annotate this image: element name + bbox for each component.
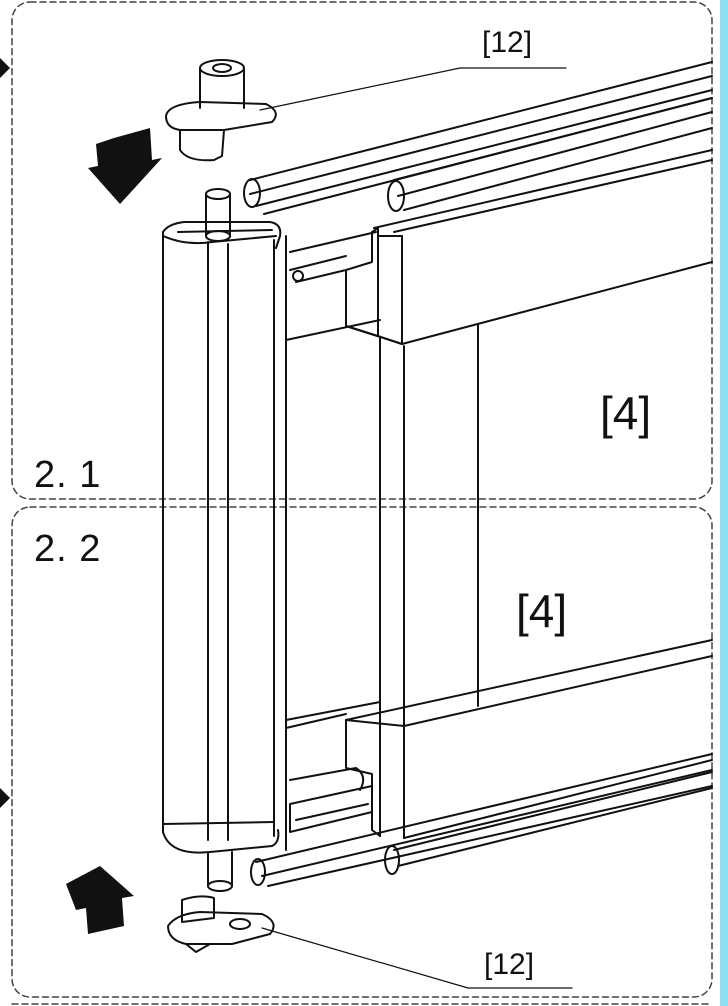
profile-pin-bottom (207, 851, 233, 892)
part-label-panel-top: [4] (600, 387, 652, 439)
accent-bar (720, 0, 728, 1006)
step-number-top: 2. 1 (34, 454, 102, 496)
leader-top (259, 67, 461, 111)
panel-body-lines (285, 231, 479, 851)
profile-pin-top (205, 188, 231, 242)
step-number-bottom: 2. 2 (34, 528, 102, 570)
panel-top-block (345, 149, 713, 345)
edge-arrow-bottom (0, 788, 10, 808)
part-label-pin-bottom: [12] (484, 948, 535, 981)
pin-part-top (165, 59, 277, 162)
arrow-down-icon (88, 128, 162, 204)
pin-part-bottom (167, 895, 275, 953)
leader-bottom (261, 927, 469, 989)
panel-bottom-block (285, 639, 713, 839)
bottom-rail (250, 753, 713, 887)
top-rail-back (243, 61, 713, 215)
step-frame-bottom (11, 506, 713, 998)
vertical-profile (162, 221, 282, 854)
edge-arrow-top (0, 58, 10, 78)
step-frame-top (11, 1, 713, 500)
top-rail-front (387, 97, 713, 212)
arrow-up-icon (66, 866, 134, 934)
part-label-panel-bottom: [4] (516, 585, 568, 637)
part-label-pin-top: [12] (482, 26, 533, 59)
